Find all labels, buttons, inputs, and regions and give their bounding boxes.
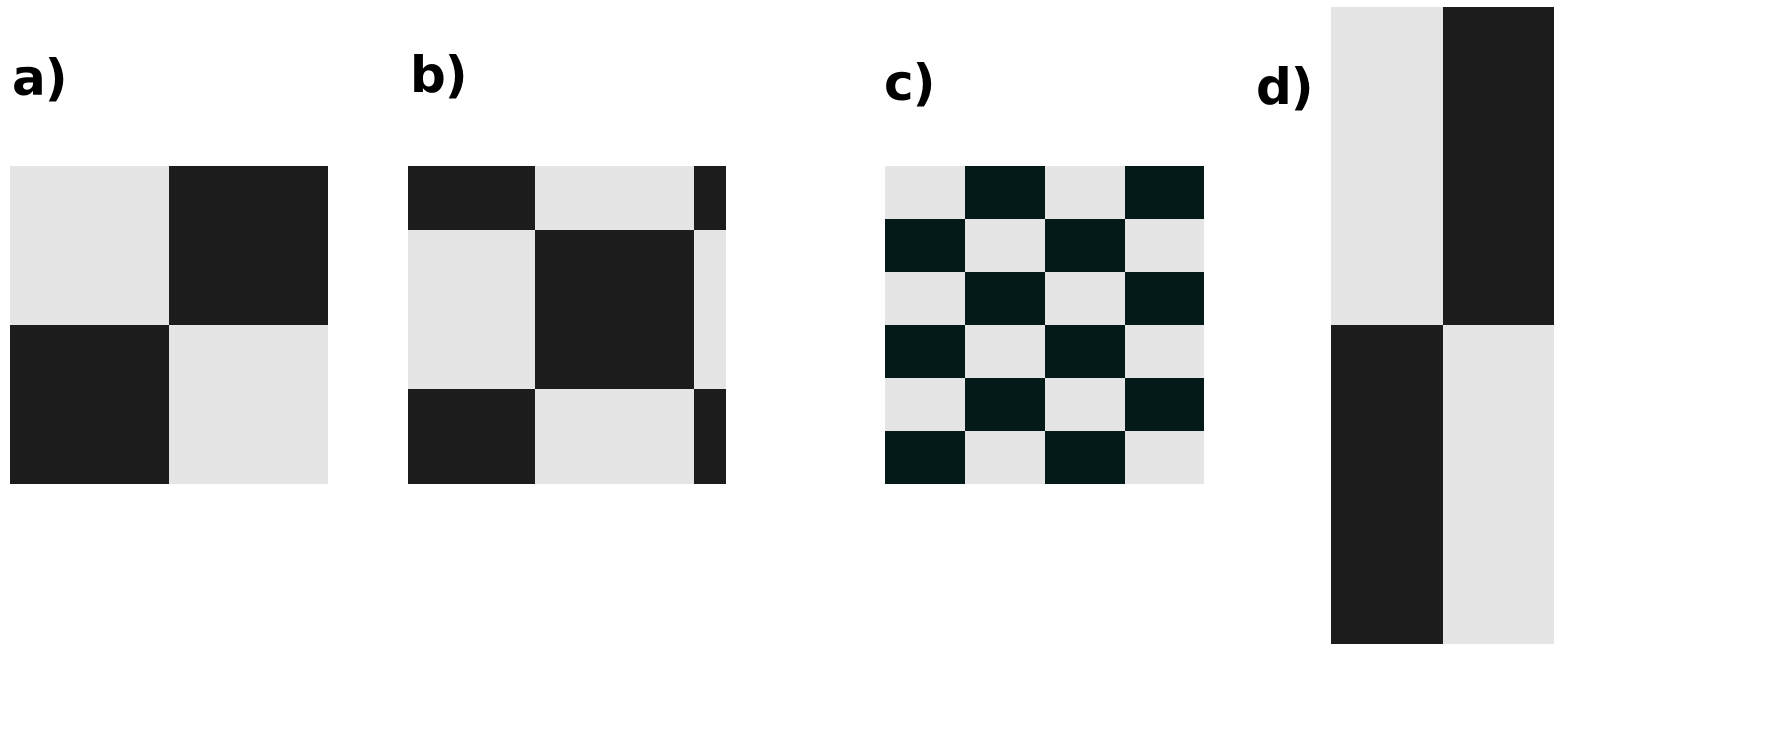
- panel-a-cell: [10, 166, 169, 325]
- panel-d-cell: [1443, 7, 1554, 325]
- panel-b-cell: [408, 389, 535, 484]
- panel-c-label: c): [884, 54, 935, 112]
- panel-c-cell: [1125, 378, 1204, 431]
- panel-c-cell: [965, 378, 1045, 431]
- panel-c-checkerboard: [885, 166, 1204, 484]
- panel-c-cell: [965, 219, 1045, 272]
- panel-b-cell: [535, 389, 694, 484]
- panel-a-checkerboard: [10, 166, 328, 484]
- panel-a-cell: [10, 325, 169, 484]
- panel-b-label: b): [410, 46, 468, 104]
- panel-c-cell: [885, 431, 965, 484]
- panel-c-cell: [1125, 272, 1204, 325]
- panel-c-cell: [965, 325, 1045, 378]
- panel-d-checkerboard: [1331, 7, 1554, 644]
- panel-c-cell: [885, 166, 965, 219]
- panel-c-cell: [1045, 325, 1125, 378]
- panel-c-cell: [885, 378, 965, 431]
- panel-c-cell: [885, 219, 965, 272]
- panel-c-cell: [885, 272, 965, 325]
- panel-a-cell: [169, 166, 328, 325]
- panel-c-cell: [885, 325, 965, 378]
- panel-a-label: a): [12, 49, 68, 107]
- panel-b-cell: [535, 166, 694, 230]
- panel-b-cell: [694, 389, 726, 484]
- panel-a-cell: [169, 325, 328, 484]
- panel-c-cell: [965, 272, 1045, 325]
- panel-c-cell: [965, 166, 1045, 219]
- panel-d-label: d): [1256, 58, 1314, 116]
- panel-d-cell: [1443, 325, 1554, 644]
- panel-c-cell: [1045, 431, 1125, 484]
- panel-c-cell: [1045, 219, 1125, 272]
- panel-c-cell: [1125, 166, 1204, 219]
- panel-b-checkerboard: [408, 166, 726, 484]
- panel-c-cell: [1125, 219, 1204, 272]
- panel-c-cell: [1045, 378, 1125, 431]
- panel-c-cell: [1125, 431, 1204, 484]
- panel-b-cell: [408, 166, 535, 230]
- panel-d-cell: [1331, 7, 1443, 325]
- panel-b-cell: [535, 230, 694, 389]
- panel-c-cell: [1045, 166, 1125, 219]
- panel-c-cell: [965, 431, 1045, 484]
- panel-b-cell: [694, 166, 726, 230]
- panel-c-cell: [1125, 325, 1204, 378]
- panel-b-cell: [408, 230, 535, 389]
- panel-c-cell: [1045, 272, 1125, 325]
- panel-d-cell: [1331, 325, 1443, 644]
- panel-b-cell: [694, 230, 726, 389]
